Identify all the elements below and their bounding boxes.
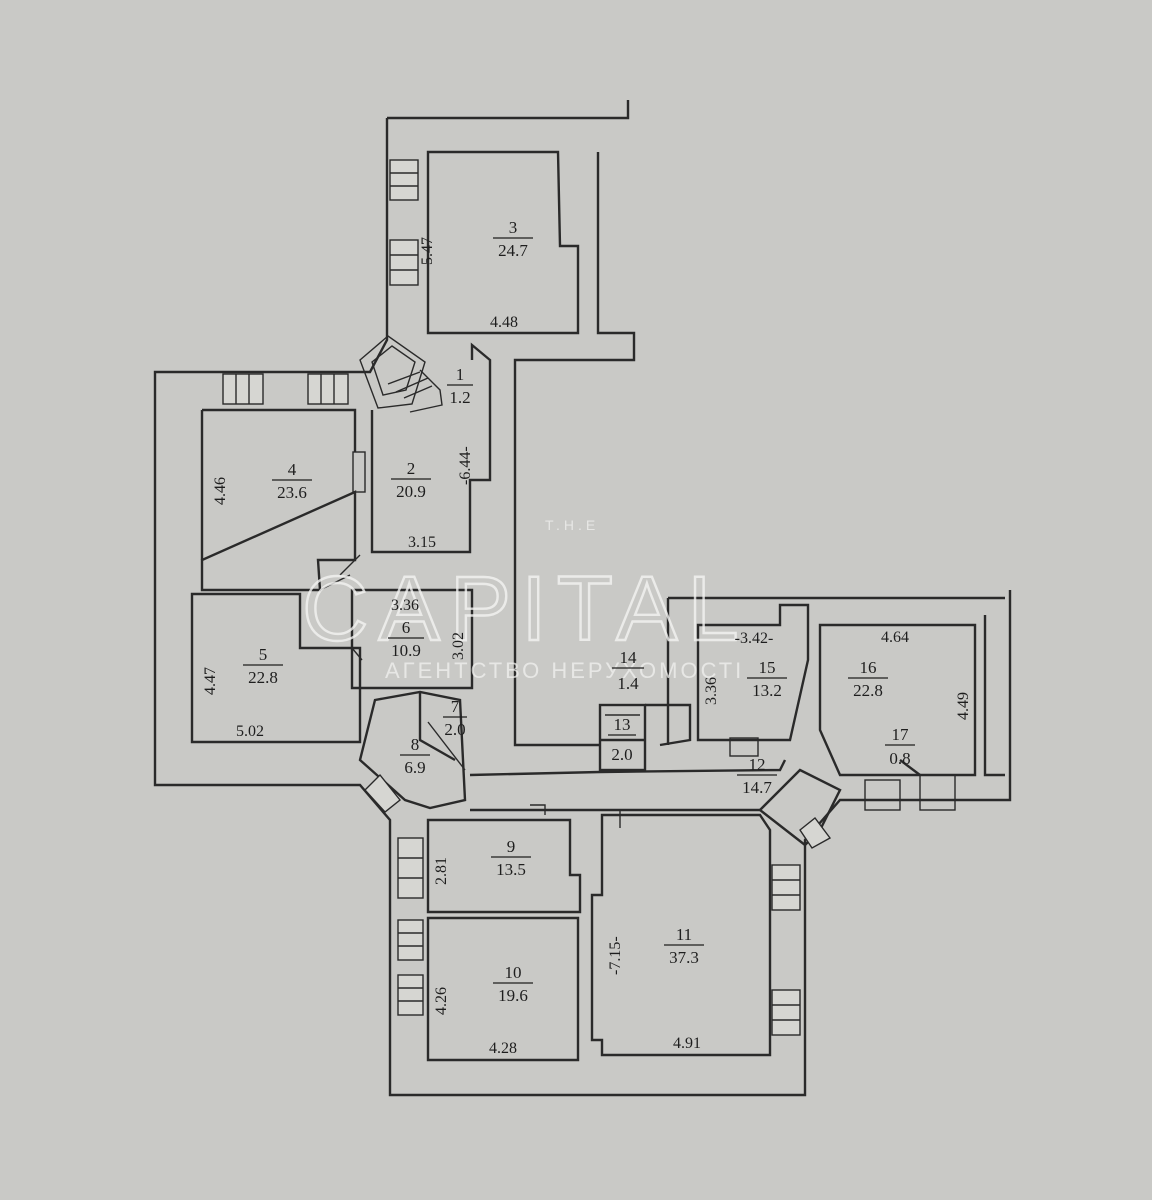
dim-r15-vertical: 3.36	[703, 677, 720, 705]
room-label-12: 12 14.7	[737, 755, 777, 797]
room-area-11: 37.3	[669, 948, 699, 967]
dim-r6-vertical: 3.02	[450, 632, 467, 660]
room-8-outline	[358, 690, 467, 810]
room-number-4: 4	[288, 460, 297, 479]
room-3-outline	[426, 150, 580, 335]
room-label-9: 9 13.5	[491, 837, 531, 879]
room-10-outline	[426, 916, 580, 1062]
room-area-16: 22.8	[853, 681, 883, 700]
dim-r9-vertical: 2.81	[433, 857, 450, 885]
dim-r11-vertical: -7.15-	[607, 936, 624, 975]
room-label-1: 1 1.2	[447, 365, 473, 407]
room-number-3: 3	[509, 218, 518, 237]
dim-r10-vertical: 4.26	[433, 987, 450, 1015]
room-label-10: 10 19.6	[493, 963, 533, 1005]
room-number-13: 13	[614, 715, 631, 734]
room-label-4: 4 23.6	[272, 460, 312, 502]
junction-12	[758, 768, 842, 847]
windows	[222, 159, 832, 1036]
dim-r11-horizontal: 4.91	[673, 1035, 701, 1052]
room-2-outline	[352, 342, 492, 554]
watermark-top: T.H.E	[545, 517, 599, 533]
room-label-16: 16 22.8	[848, 658, 888, 700]
room-label-7: 7 2.0	[443, 697, 467, 739]
room-number-14: 14	[620, 648, 638, 667]
watermark: T.H.E CAPITAL АГЕНТСТВО НЕРУХОМОСТІ	[301, 517, 749, 683]
room-label-2: 2 20.9	[391, 459, 431, 501]
dim-r5-horizontal: 5.02	[236, 723, 264, 740]
dimension-labels: 5.47 4.48 -6.44- 3.15 4.46 4.47 5.02 3.3…	[202, 237, 972, 1057]
room-number-16: 16	[860, 658, 877, 677]
dim-r2-vertical: -6.44-	[457, 446, 474, 485]
dim-r4-vertical: 4.46	[212, 477, 229, 505]
room-area-5: 22.8	[248, 668, 278, 687]
room-number-9: 9	[507, 837, 516, 856]
room-5-outline	[190, 592, 362, 744]
room-number-8: 8	[411, 735, 420, 754]
room-9-outline	[426, 818, 582, 914]
room-area-10: 19.6	[498, 986, 528, 1005]
room-number-2: 2	[407, 459, 416, 478]
dim-r3-horizontal: 4.48	[490, 314, 518, 331]
room-area-7: 2.0	[444, 720, 465, 739]
room-13-14-outline	[598, 703, 692, 772]
room-number-7: 7	[451, 697, 460, 716]
watermark-sub: АГЕНТСТВО НЕРУХОМОСТІ	[385, 658, 744, 683]
dim-r2-horizontal: 3.15	[408, 534, 436, 551]
room-area-12: 14.7	[742, 778, 772, 797]
room-number-10: 10	[505, 963, 522, 982]
dim-r3-vertical: 5.47	[419, 237, 436, 265]
room-label-8: 8 6.9	[400, 735, 430, 777]
room-area-15: 13.2	[752, 681, 782, 700]
room-area-6: 10.9	[391, 641, 421, 660]
room-number-12: 12	[749, 755, 766, 774]
room-area-14: 1.4	[617, 674, 639, 693]
room-label-15: 15 13.2	[747, 658, 787, 700]
room-6-outline	[350, 588, 474, 690]
room-number-15: 15	[759, 658, 776, 677]
room-area-1: 1.2	[449, 388, 470, 407]
room-area-2: 20.9	[396, 482, 426, 501]
room-number-17: 17	[892, 725, 910, 744]
room-4-outline	[200, 408, 361, 592]
room-label-13: 13 2.0	[608, 715, 636, 764]
dim-r5-vertical: 4.47	[202, 667, 219, 695]
room-label-3: 3 24.7	[493, 218, 533, 260]
dim-r10-horizontal: 4.28	[489, 1040, 517, 1057]
room-area-3: 24.7	[498, 241, 528, 260]
watermark-main: CAPITAL	[302, 558, 749, 660]
room-16-outline	[818, 623, 977, 811]
outer-walls	[153, 100, 1012, 1097]
room-15-outline	[696, 603, 810, 757]
room-label-17: 17 0.8	[885, 725, 915, 768]
room-area-4: 23.6	[277, 483, 307, 502]
dim-r15-horizontal: -3.42-	[735, 630, 774, 647]
corridor-12-outline	[469, 759, 787, 828]
room-11-outline	[590, 813, 772, 1057]
room-area-9: 13.5	[496, 860, 526, 879]
room-number-11: 11	[676, 925, 692, 944]
room-label-6: 6 10.9	[388, 618, 424, 660]
room-label-14: 14 1.4	[612, 648, 644, 693]
room-label-11: 11 37.3	[664, 925, 704, 967]
dim-r16-vertical: 4.49	[955, 692, 972, 720]
dim-r16-horizontal: 4.64	[881, 629, 909, 646]
dim-r6-horizontal: 3.36	[391, 597, 419, 614]
room-number-5: 5	[259, 645, 268, 664]
room-number-6: 6	[402, 618, 411, 637]
room-area-8: 6.9	[404, 758, 425, 777]
room-area-13: 2.0	[611, 745, 632, 764]
room-number-1: 1	[456, 365, 465, 384]
room-1-stair-block	[359, 335, 443, 413]
room-area-17: 0.8	[889, 749, 910, 768]
room-label-5: 5 22.8	[243, 645, 283, 687]
